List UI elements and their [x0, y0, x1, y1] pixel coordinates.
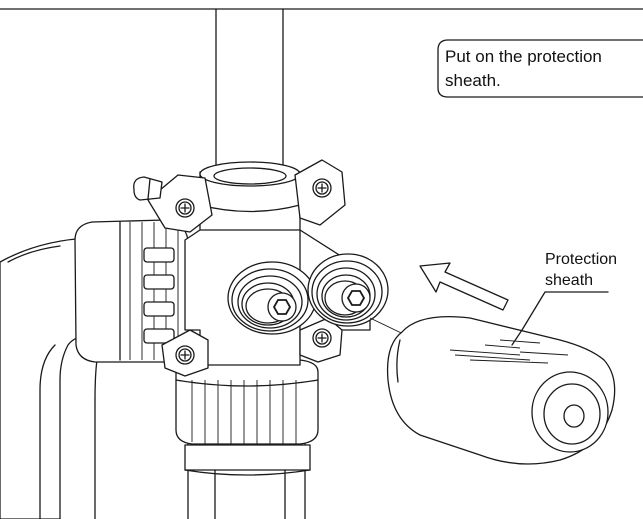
instruction-bubble: Put on the protection sheath. — [437, 39, 643, 98]
phillips-screw-icon — [312, 178, 332, 198]
callout-leader — [521, 291, 609, 331]
callout-line-1: Protection — [545, 251, 617, 268]
hex-socket-icon — [267, 292, 297, 322]
protection-sheath — [386, 315, 616, 465]
phillips-screw-icon — [175, 198, 195, 218]
phillips-screw-icon — [312, 328, 332, 348]
instruction-line-2: sheath. — [445, 71, 501, 90]
lower-union — [175, 359, 319, 519]
vertical-pipe — [215, 8, 284, 176]
instruction-line-1: Put on the protection — [445, 47, 602, 66]
callout-line-2: sheath — [545, 272, 593, 289]
sheath-ribs — [449, 339, 569, 364]
sheath-callout: Protection sheath — [521, 251, 617, 331]
phillips-screw-icon — [175, 345, 195, 365]
side-screw — [133, 176, 163, 201]
direction-arrow-icon — [419, 262, 509, 311]
hex-socket-icon — [341, 283, 371, 313]
top-collar — [199, 161, 301, 213]
